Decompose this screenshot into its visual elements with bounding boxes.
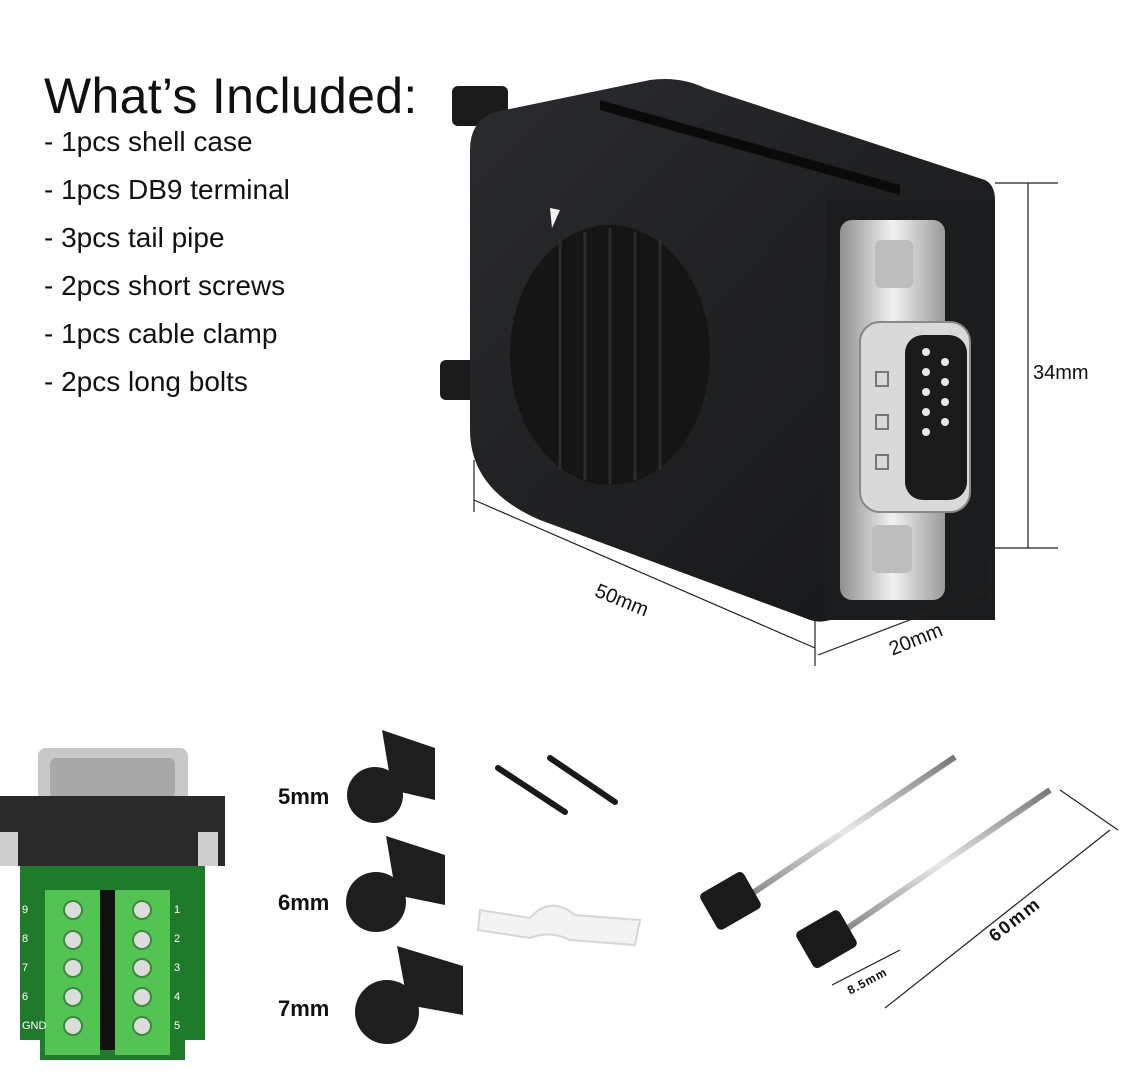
tail-pipe-icons <box>346 730 463 1044</box>
terminal-pins-left: 9 8 7 6 GND <box>22 896 46 1041</box>
pin-label: 3 <box>174 962 181 974</box>
included-item: - 3pcs tail pipe <box>44 222 225 253</box>
included-item: - 2pcs short screws <box>44 270 286 301</box>
pin-label: 8 <box>22 933 29 945</box>
tail-pipe-label-5mm: 5mm <box>278 784 330 809</box>
tail-pipe-7mm-icon <box>355 946 463 1044</box>
short-screws-icon <box>495 755 618 815</box>
terminal-pins-right: 1 2 3 4 5 <box>174 896 180 1041</box>
tail-pipe-label-7mm: 7mm <box>278 996 330 1021</box>
dimension-lines-icon <box>473 182 1058 666</box>
pin-label: 7 <box>22 962 29 974</box>
long-bolts-icon <box>700 754 1052 968</box>
bolt-dimension-lines-icon <box>831 789 1119 1009</box>
pin-label: GND <box>22 1020 47 1032</box>
tail-pipe-label-6mm: 6mm <box>278 890 330 915</box>
pin-label: 1 <box>174 904 181 916</box>
cable-clamp-icon <box>476 904 642 947</box>
included-title: What’s Included: <box>44 68 418 124</box>
included-item: - 1pcs shell case <box>44 126 253 157</box>
pin-label: 5 <box>174 1020 181 1032</box>
db9-terminal-board-icon <box>0 748 225 1060</box>
pin-label: 4 <box>174 991 181 1003</box>
included-item: - 2pcs long bolts <box>44 366 248 397</box>
tail-pipe-5mm-icon <box>347 730 435 823</box>
pin-label: 9 <box>22 904 29 916</box>
height-dimension-label: 34mm <box>1033 362 1089 384</box>
tail-pipe-6mm-icon <box>346 836 445 932</box>
included-item: - 1pcs DB9 terminal <box>44 174 290 205</box>
included-list: - 1pcs shell case - 1pcs DB9 terminal - … <box>44 118 290 406</box>
pin-label: 6 <box>22 991 29 1003</box>
pin-label: 2 <box>174 933 181 945</box>
included-item: - 1pcs cable clamp <box>44 318 278 349</box>
db9-connector-icon <box>840 220 971 600</box>
